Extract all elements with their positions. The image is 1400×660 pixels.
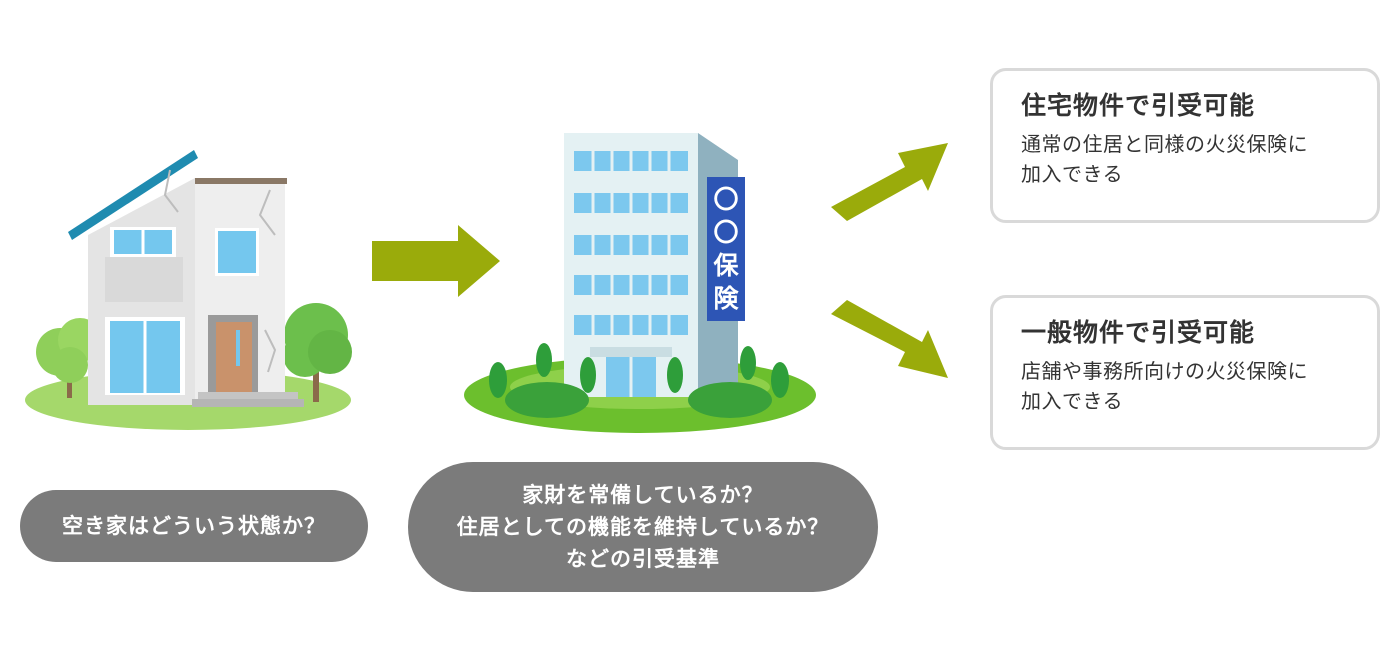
- result-title-residential: 住宅物件で引受可能: [1021, 91, 1256, 120]
- house-illustration: [25, 150, 352, 430]
- left-caption-pill: 空き家はどういう状態か？: [20, 490, 368, 562]
- insurance-sign: 〇 〇 保 険: [707, 177, 745, 321]
- right-tree: [283, 303, 352, 402]
- result-desc-residential: 通常の住居と同様の火災保険に 加入できる: [1021, 129, 1351, 189]
- down-right-arrow-icon: [831, 300, 948, 378]
- result-desc-line: 店舗や事務所向けの火災保険に: [1021, 359, 1308, 383]
- left-caption-text: 空き家はどういう状態か？: [62, 514, 326, 538]
- result-box-residential: 住宅物件で引受可能 通常の住居と同様の火災保険に 加入できる: [990, 68, 1380, 223]
- middle-caption-line: 住居としての機能を維持しているか？: [456, 515, 830, 539]
- sign-char-1: 〇: [713, 185, 739, 214]
- insurance-building-illustration: [464, 133, 816, 433]
- result-desc-general: 店舗や事務所向けの火災保険に 加入できる: [1021, 356, 1351, 416]
- result-desc-line: 加入できる: [1021, 162, 1124, 186]
- result-desc-line: 加入できる: [1021, 389, 1124, 413]
- middle-caption-pill: 家財を常備しているか？ 住居としての機能を維持しているか？ などの引受基準: [408, 462, 878, 592]
- sign-char-2: 〇: [713, 218, 739, 247]
- middle-caption-line: などの引受基準: [566, 547, 720, 571]
- sign-char-4: 険: [713, 284, 739, 313]
- result-desc-line: 通常の住居と同様の火災保険に: [1021, 132, 1308, 156]
- middle-caption-line: 家財を常備しているか？: [522, 483, 764, 507]
- result-title-general: 一般物件で引受可能: [1021, 318, 1256, 347]
- right-arrow-icon: [372, 225, 500, 297]
- up-right-arrow-icon: [831, 143, 948, 221]
- result-box-general: 一般物件で引受可能 店舗や事務所向けの火災保険に 加入できる: [990, 295, 1380, 450]
- sign-char-3: 保: [713, 251, 739, 280]
